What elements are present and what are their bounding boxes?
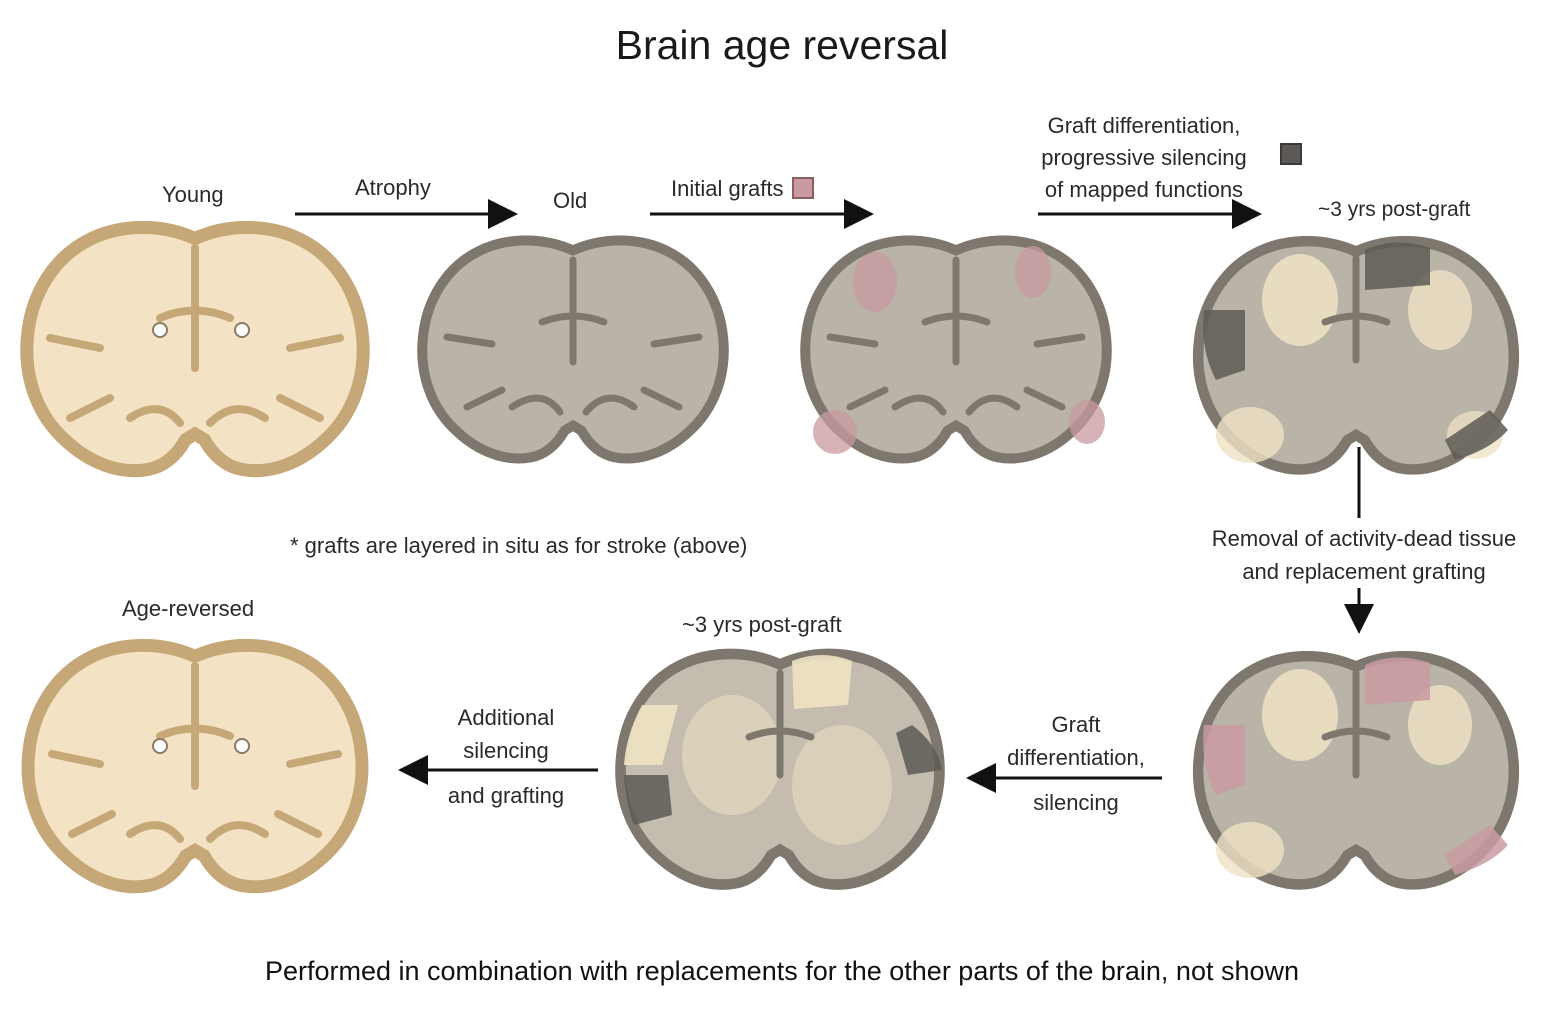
brain-post-graft-top — [1198, 241, 1514, 469]
label-age-reversed: Age-reversed — [122, 596, 254, 622]
graft-diff-top-line1: Graft differentiation, — [1012, 110, 1276, 142]
graft-diff-bottom-line1: Graft — [986, 708, 1166, 741]
label-graft-diff-bottom: Graft differentiation, silencing — [986, 708, 1166, 819]
brain-initial-grafts — [805, 240, 1107, 458]
footer-caption: Performed in combination with replacemen… — [0, 956, 1564, 987]
graft-diff-bottom-line3: silencing — [986, 786, 1166, 819]
label-graft-diff-top: Graft differentiation, progressive silen… — [1012, 110, 1276, 206]
removal-line1: Removal of activity-dead tissue — [1172, 522, 1556, 555]
label-additional: Additional silencing and grafting — [418, 701, 594, 812]
label-young: Young — [162, 182, 224, 208]
brain-post-graft-bottom — [621, 654, 942, 885]
additional-line1: Additional — [418, 701, 594, 734]
additional-line2: silencing — [418, 734, 594, 767]
label-post-graft-bottom: ~3 yrs post-graft — [682, 612, 842, 638]
graft-diff-top-line3: of mapped functions — [1012, 174, 1276, 206]
removal-line2: and replacement grafting — [1172, 555, 1556, 588]
graft-diff-bottom-line2: differentiation, — [986, 741, 1166, 774]
silenced-swatch-icon — [1280, 143, 1302, 165]
brain-young — [27, 227, 363, 470]
brain-age-reversed — [28, 645, 362, 886]
label-atrophy: Atrophy — [355, 175, 431, 201]
footnote: * grafts are layered in situ as for stro… — [290, 533, 747, 559]
brain-replacement-grafting — [1198, 656, 1514, 884]
label-old: Old — [553, 188, 587, 214]
label-post-graft-top: ~3 yrs post-graft — [1318, 198, 1470, 222]
label-removal: Removal of activity-dead tissue and repl… — [1172, 522, 1556, 588]
initial-graft-swatch-icon — [792, 177, 814, 199]
initial-grafts-text: Initial grafts — [671, 176, 784, 201]
brain-old — [422, 240, 724, 458]
label-initial-grafts: Initial grafts — [671, 176, 814, 202]
additional-line3: and grafting — [418, 779, 594, 812]
graft-diff-top-line2: progressive silencing — [1012, 142, 1276, 174]
